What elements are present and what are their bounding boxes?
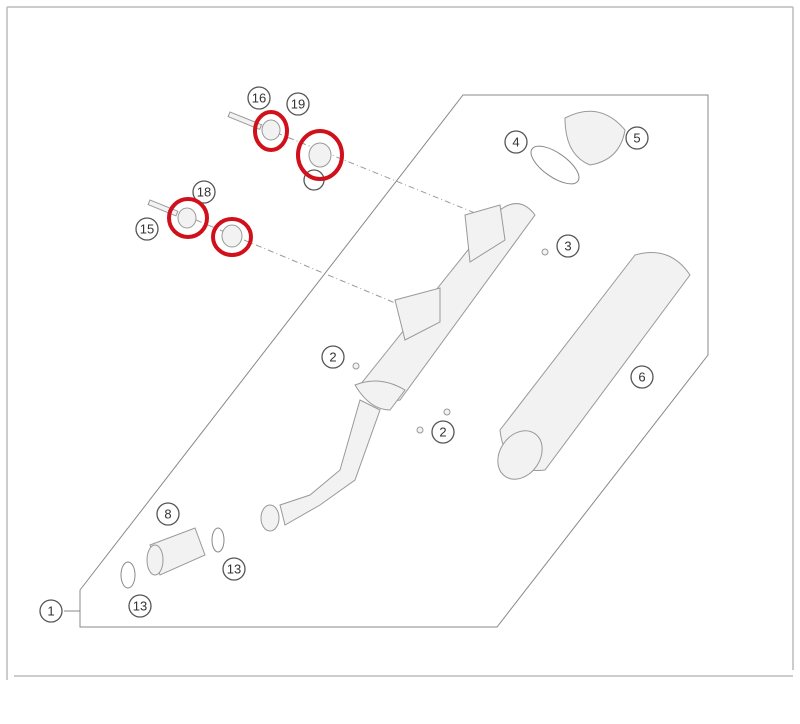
callout-3: 3 <box>556 234 580 258</box>
callout-text: 3 <box>564 239 571 254</box>
washer <box>261 119 281 141</box>
callout-text: 2 <box>439 425 446 440</box>
assembly-axis <box>159 204 401 306</box>
callout-4: 4 <box>504 130 528 154</box>
washer <box>177 207 197 229</box>
callout-text: 6 <box>638 370 645 385</box>
callout-text: 19 <box>291 97 305 112</box>
gasket <box>120 561 136 589</box>
mounting-bracket <box>464 204 506 263</box>
frame <box>6 6 794 680</box>
callout-text: 13 <box>227 562 241 577</box>
mounting-bracket <box>394 287 441 341</box>
washer <box>308 142 332 168</box>
callout-text: 2 <box>329 350 336 365</box>
callout-18: 18 <box>192 180 216 204</box>
highlight-circle <box>167 197 209 239</box>
callout-16: 16 <box>247 86 271 110</box>
o-ring <box>530 145 580 185</box>
assembly-axis <box>239 117 481 216</box>
fastener <box>352 362 360 370</box>
fastener <box>443 408 451 416</box>
bolt <box>227 111 263 131</box>
assembly-outline <box>79 94 709 628</box>
muffler <box>260 203 536 532</box>
highlight-circle <box>296 129 344 181</box>
coupling-end <box>146 544 164 576</box>
silencer-sleeve-end <box>497 430 543 480</box>
callout-text: 5 <box>633 131 640 146</box>
callout-text: 13 <box>133 599 147 614</box>
callout-2: 2 <box>431 420 455 444</box>
callout-1: 1 <box>39 599 63 623</box>
gasket <box>211 527 225 553</box>
muffler-body <box>359 203 536 402</box>
callout-19: 19 <box>286 92 310 116</box>
callout-text: 18 <box>197 185 211 200</box>
mounting-hardware <box>147 111 332 248</box>
end-cap <box>564 110 626 166</box>
washer <box>221 224 243 248</box>
header-pipe <box>279 399 381 526</box>
callout-5: 5 <box>625 126 649 150</box>
callout-text: 1 <box>47 604 54 619</box>
callout-text: 15 <box>140 222 154 237</box>
highlight-circle <box>253 110 289 152</box>
highlight-markers <box>167 110 344 257</box>
callout-text: 4 <box>512 135 519 150</box>
fastener <box>541 248 549 256</box>
inlet-cone <box>354 380 406 411</box>
callout-2: 2 <box>321 345 345 369</box>
callout-6: 6 <box>630 365 654 389</box>
pipe-opening <box>260 504 280 532</box>
callout-text: 16 <box>252 91 266 106</box>
coupling <box>120 527 225 589</box>
fastener <box>416 426 424 434</box>
callout-text: 8 <box>164 507 171 522</box>
callout-13: 13 <box>222 557 246 581</box>
callout-8: 8 <box>156 502 180 526</box>
callout-15: 15 <box>135 217 159 241</box>
highlight-circle <box>211 217 253 257</box>
callout-13: 13 <box>128 594 152 618</box>
